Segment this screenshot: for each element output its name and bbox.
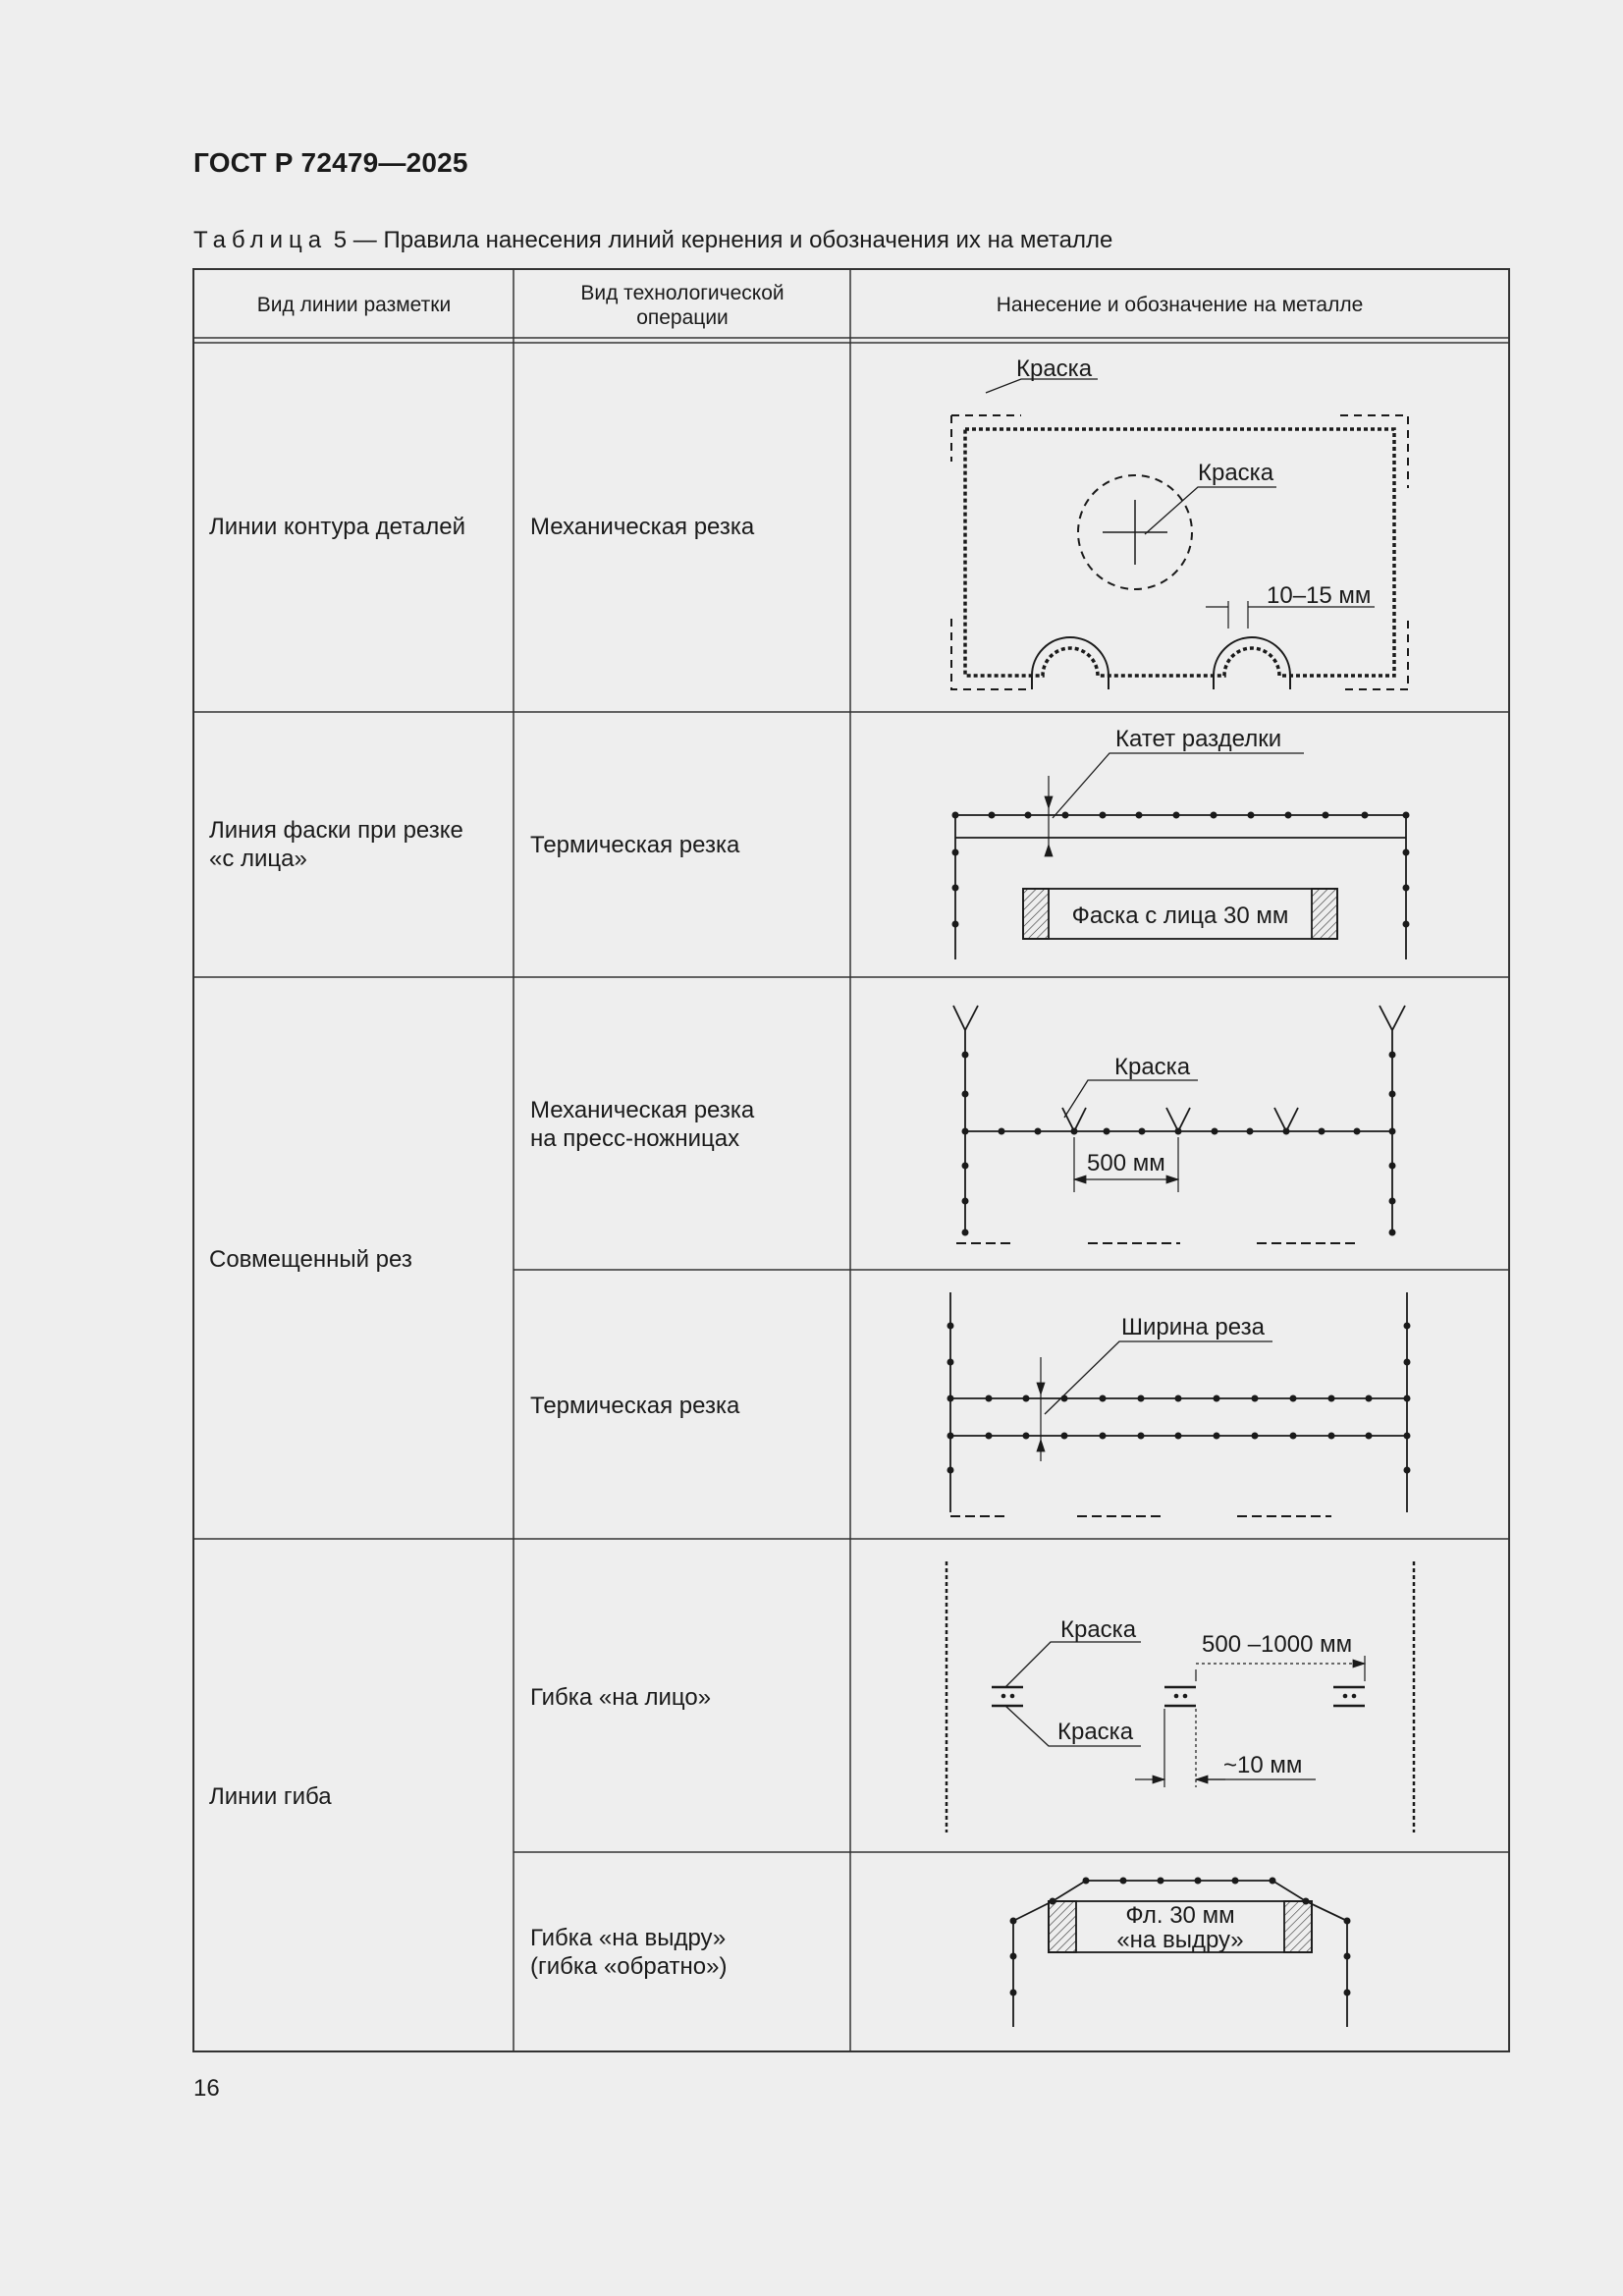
drawing-combined-mech — [952, 1005, 1406, 1244]
bend-face-paint-bottom-label: Краска — [1057, 1719, 1134, 1745]
bend-face-dots — [1001, 1693, 1357, 1699]
bend-back-dots — [1009, 1877, 1351, 1996]
combined-thermal-dots — [947, 1322, 1411, 1474]
table-caption: Таблица 5 — Правила нанесения линий керн… — [193, 227, 1112, 254]
row2-line-type: Линия фаски при резке «с лица» — [209, 816, 463, 873]
row3-op2: Термическая резка — [530, 1393, 740, 1419]
drawing-contour — [950, 378, 1409, 690]
bend-back-label-l2: «на выдру» — [1116, 1927, 1243, 1953]
drawing-bend-back — [1012, 1880, 1348, 2027]
bend-back-label-l1: Фл. 30 мм — [1125, 1902, 1234, 1929]
drawing-bend-face — [945, 1561, 1416, 1832]
header-operation: Вид технологической операции — [514, 281, 850, 330]
contour-paint-outer-label: Краска — [1016, 355, 1093, 382]
row3-op1-l1: Механическая резка — [530, 1097, 755, 1123]
row3-op1-l2: на пресс-ножницах — [530, 1125, 740, 1152]
row4-line-type: Линии гиба — [209, 1783, 332, 1810]
row2-operation: Термическая резка — [530, 832, 740, 858]
combined-mech-spacing-label: 500 мм — [1087, 1150, 1165, 1176]
bend-face-offset-label: ~10 мм — [1223, 1752, 1302, 1778]
row2-line-type-l2: «с лица» — [209, 846, 307, 872]
table-grid — [192, 268, 1510, 2052]
page-number: 16 — [193, 2075, 220, 2102]
caption-label: Таблица — [193, 227, 328, 253]
row4-op2: Гибка «на выдру» (гибка «обратно») — [530, 1924, 727, 1981]
row3-op1: Механическая резка на пресс-ножницах — [530, 1096, 754, 1153]
header-operation-line2: операции — [636, 306, 729, 329]
chamfer-leg-label: Катет разделки — [1115, 726, 1281, 752]
header-marking: Нанесение и обозначение на металле — [996, 294, 1364, 316]
combined-mech-dots — [961, 1051, 1396, 1236]
chamfer-dots — [951, 811, 1410, 928]
row3-line-type: Совмещенный рез — [209, 1246, 412, 1273]
bend-face-paint-top-label: Краска — [1060, 1616, 1137, 1643]
contour-paint-hole-label: Краска — [1198, 460, 1274, 486]
row1-operation: Механическая резка — [530, 514, 755, 540]
header-line-type: Вид линии разметки — [256, 294, 452, 316]
document-id: ГОСТ Р 72479—2025 — [193, 147, 468, 178]
caption-text: 5 — Правила нанесения линий кернения и о… — [327, 227, 1113, 253]
row4-op2-l2: (гибка «обратно») — [530, 1953, 728, 1980]
combined-thermal-kerf-label: Ширина реза — [1121, 1314, 1266, 1340]
row2-line-type-l1: Линия фаски при резке — [209, 817, 463, 844]
chamfer-label: Фаска с лица 30 мм — [1072, 902, 1289, 929]
row1-line-type: Линии контура деталей — [209, 514, 465, 540]
row4-op2-l1: Гибка «на выдру» — [530, 1925, 727, 1951]
contour-gap-label: 10–15 мм — [1267, 582, 1371, 609]
header-operation-line1: Вид технологической — [580, 282, 784, 304]
bend-face-spacing-label: 500 –1000 мм — [1202, 1631, 1352, 1658]
row4-op1: Гибка «на лицо» — [530, 1684, 712, 1711]
combined-mech-paint-label: Краска — [1114, 1054, 1191, 1080]
